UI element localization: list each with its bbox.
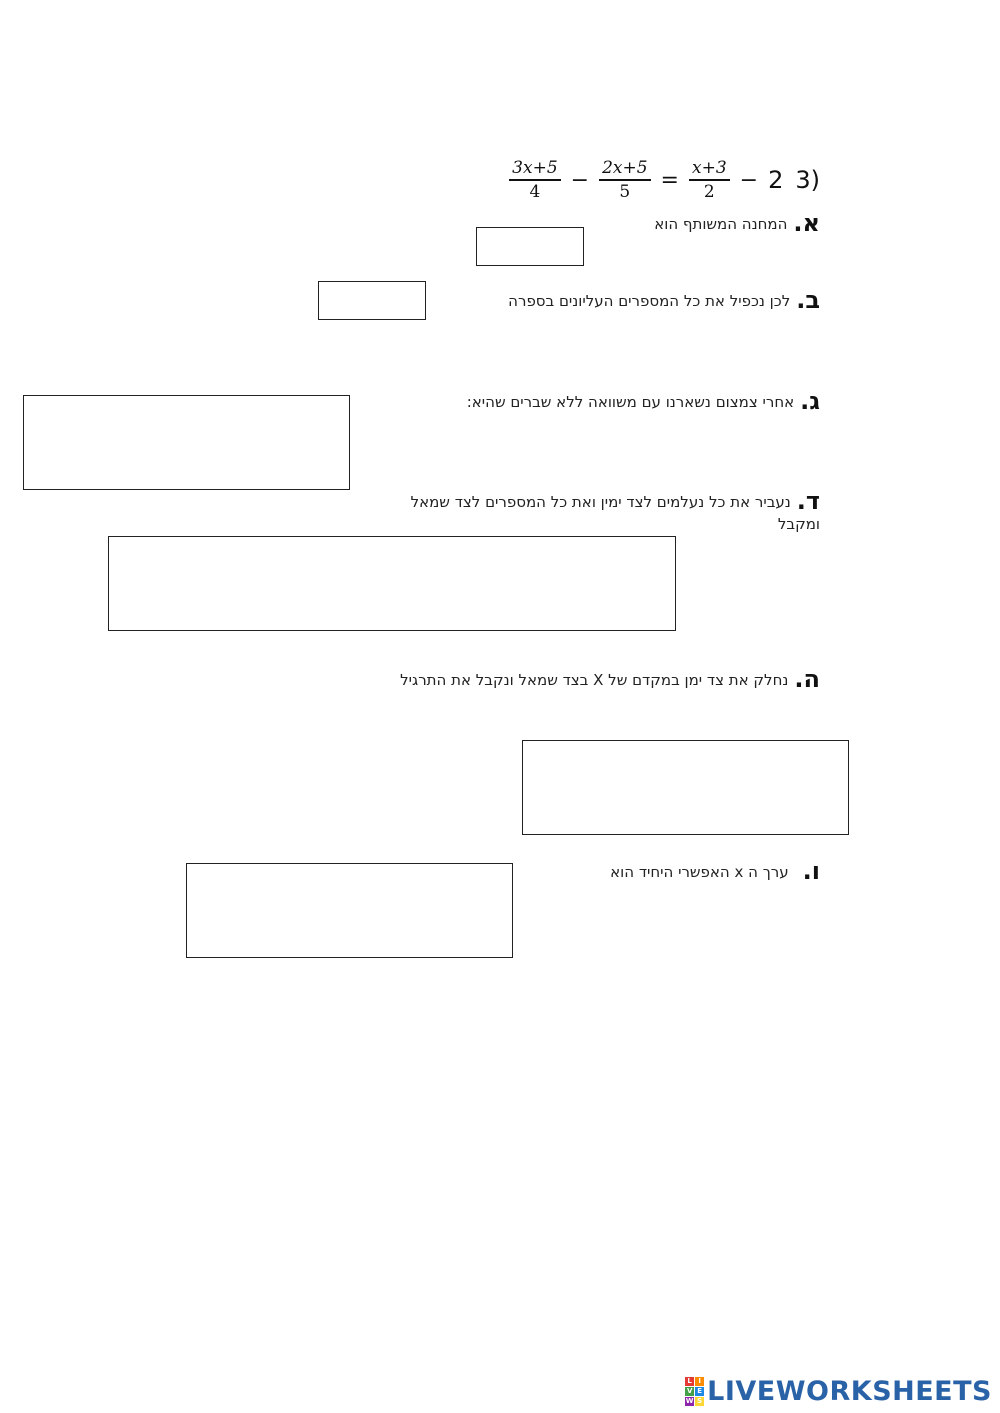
question-text: נחלק את צד ימן במקדם של X בצד שמאל ונקבל… [400,671,789,689]
equation: 3x+5 4 − 2x+5 5 = x+3 2 − 2 3) [505,152,820,208]
question-c: ג. אחרי צמצום נשארנו עם משוואה ללא שברים … [466,387,820,415]
logo-letter: S [695,1397,705,1406]
fraction-3: x+3 2 [688,157,730,202]
fraction-2-denominator: 5 [619,181,631,202]
logo-letter: E [695,1387,705,1396]
fraction-2-numerator: 2x+5 [602,158,648,179]
question-text: ערך ה x האפשרי היחיד הוא [610,863,789,881]
logo-letter: W [685,1397,695,1406]
equation-constant: 2 [768,166,784,194]
question-text: אחרי צמצום נשארנו עם משוואה ללא שברים שה… [466,393,795,411]
answer-box-c[interactable] [23,395,350,490]
question-text: נעביר את כל נעלמים לצד ימין ואת כל המספר… [410,493,820,533]
question-a: א. המחנה המשותף הוא [654,209,820,237]
logo-letter: I [695,1377,705,1386]
fraction-bar [688,179,730,181]
fraction-bar [599,179,651,181]
answer-box-d[interactable] [108,536,676,631]
question-letter: ה. [794,665,820,693]
fraction-3-denominator: 2 [703,181,715,202]
fraction-1-denominator: 4 [529,181,541,202]
answer-box-b[interactable] [318,281,426,320]
fraction-bar [509,179,561,181]
question-letter: ג. [800,387,820,415]
logo-letter: V [685,1387,695,1396]
logo-letter: L [685,1377,695,1386]
question-letter: א. [793,209,820,237]
question-letter: ו. [802,857,820,885]
fraction-3-numerator: x+3 [691,158,727,179]
question-text: לכן נכפיל את כל המספרים העליונים בספרה [508,292,791,310]
answer-box-f[interactable] [186,863,513,958]
question-number: 3) [795,166,820,194]
liveworksheets-logo: L I V E W S LIVEWORKSHEETS [685,1376,992,1407]
answer-box-e[interactable] [522,740,849,835]
logo-text: LIVEWORKSHEETS [707,1376,992,1407]
answer-box-a[interactable] [476,227,584,266]
minus-operator: − [739,167,759,193]
question-e: ה. נחלק את צד ימן במקדם של X בצד שמאל ונק… [400,665,820,693]
question-text: המחנה המשותף הוא [654,215,788,233]
question-letter: ד. [796,487,820,515]
equals-operator: = [660,167,679,193]
question-d: ד.נעביר את כל נעלמים לצד ימין ואת כל המס… [375,487,820,535]
question-f: ו. ערך ה x האפשרי היחיד הוא [610,857,820,885]
fraction-2: 2x+5 5 [599,157,651,202]
fraction-1-numerator: 3x+5 [512,158,558,179]
question-b: ב. לכן נכפיל את כל המספרים העליונים בספרה [508,286,820,314]
logo-mark: L I V E W S [685,1377,705,1406]
question-letter: ב. [796,286,820,314]
minus-operator: − [570,167,590,193]
fraction-1: 3x+5 4 [509,157,561,202]
